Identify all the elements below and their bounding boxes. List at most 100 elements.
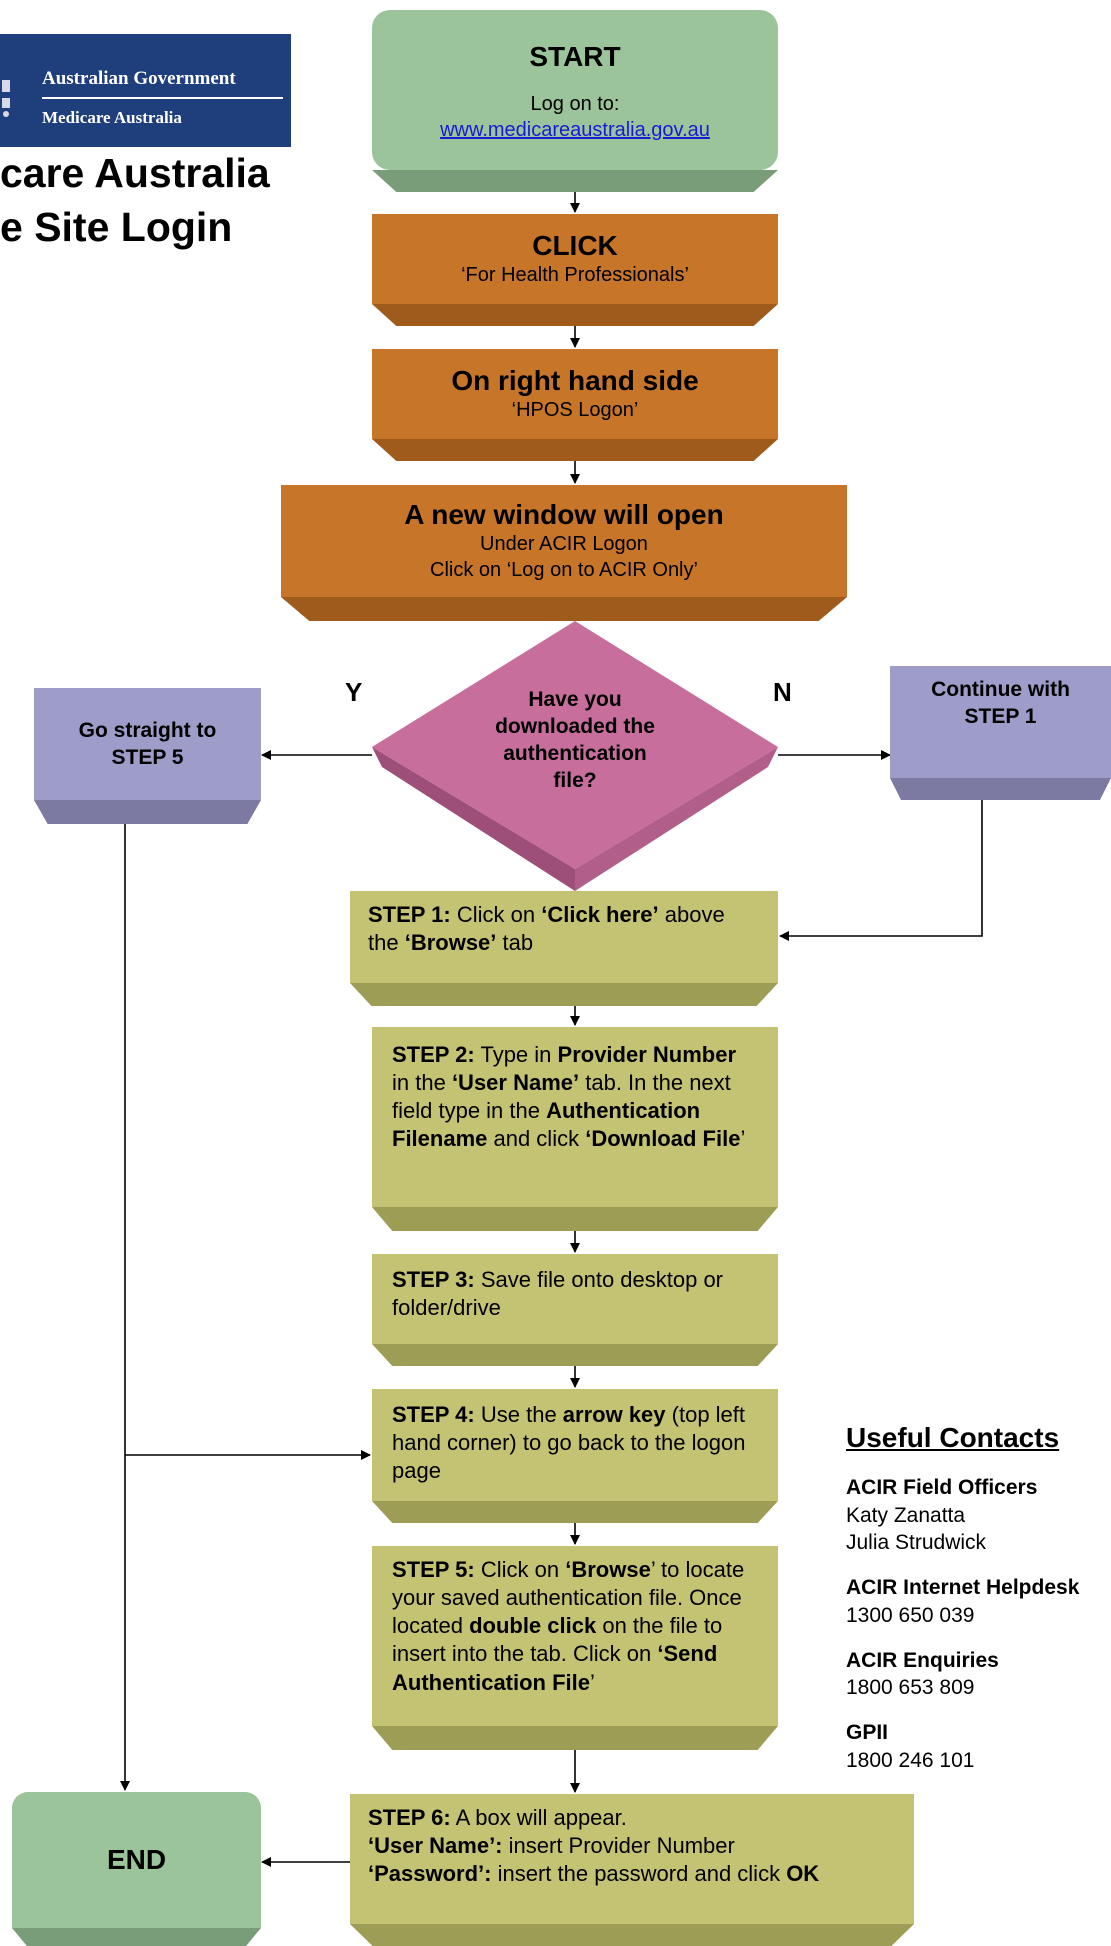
step3-box: STEP 3: Save file onto desktop or folder… [372, 1254, 778, 1366]
step6-line3: ‘Password’: insert the password and clic… [368, 1860, 896, 1888]
step4-label: STEP 4: [392, 1402, 475, 1427]
step2-text-part: Type in [474, 1042, 558, 1067]
logo-divider [42, 97, 283, 99]
no-label: N [773, 677, 792, 707]
decision-line1: Have you [528, 688, 622, 711]
page-title-line1: care Australia [0, 150, 270, 196]
step2-text-part: tab. In the next field type in the [392, 1070, 731, 1124]
step5-text-part: Click on [474, 1557, 566, 1582]
step5-box: STEP 5: Click on ‘Browse’ to locate your… [372, 1546, 778, 1750]
step6-password: ‘Password’: [368, 1861, 492, 1887]
decision-text: Have you downloaded the authentication f… [472, 687, 678, 795]
step6-bevel [350, 1924, 914, 1946]
australian-government-logo: Australian Government Medicare Australia [0, 34, 291, 147]
contact-group-internet-helpdesk: ACIR Internet Helpdesk 1300 650 039 [846, 1574, 1111, 1629]
step5-text: STEP 5: Click on ‘Browse’ to locate your… [372, 1546, 778, 1726]
end-box: END [12, 1792, 261, 1946]
step5-bevel [372, 1726, 778, 1750]
contact-group-name: GPII [846, 1721, 889, 1745]
step1-text-part: Click on [450, 902, 542, 927]
logo-line-medicare: Medicare Australia [42, 108, 182, 127]
go-straight-to-step5-box: Go straight to STEP 5 [34, 688, 261, 824]
click-box-bevel [372, 304, 778, 326]
end-box-bevel [12, 1928, 261, 1946]
continue-step1-bevel [890, 778, 1111, 800]
contact-group-name: ACIR Enquiries [846, 1648, 999, 1672]
decision-line4: file? [553, 768, 597, 792]
step5-browse: ‘Browse [565, 1557, 651, 1582]
step1-text-part: above the [368, 902, 725, 956]
start-log-on-text: Log on to: [530, 93, 620, 115]
step5-text-part: ’ [590, 1669, 595, 1695]
step5-text-part: on the file to insert into the tab. Clic… [392, 1613, 723, 1667]
step5-send-auth-file: ‘Send Authentication File [392, 1641, 718, 1695]
step3-text: STEP 3: Save file onto desktop or folder… [372, 1254, 778, 1344]
start-box-bevel [372, 170, 778, 192]
line-continue-to-step1 [779, 800, 983, 941]
new-window-box: A new window will open Under ACIR Logon … [281, 485, 847, 621]
step2-text: STEP 2: Type in Provider Number in the ‘… [372, 1027, 778, 1207]
step6-ok: OK [786, 1861, 820, 1887]
step6-box: STEP 6: A box will appear. ‘User Name’: … [350, 1794, 914, 1946]
new-window-box-bevel [281, 597, 847, 621]
step4-arrow-key: arrow key [562, 1402, 666, 1427]
step3-bevel [372, 1344, 778, 1366]
start-box: START Log on to: www.medicareaustralia.g… [372, 10, 778, 192]
step1-text: STEP 1: Click on ‘Click here’ above the … [350, 891, 778, 983]
step6-line1: STEP 6: A box will appear. [368, 1804, 896, 1832]
contact-group-enquiries: ACIR Enquiries 1800 653 809 [846, 1647, 1111, 1702]
contact-line: 1800 653 809 [846, 1676, 975, 1700]
step1-box: STEP 1: Click on ‘Click here’ above the … [350, 891, 778, 1006]
contact-line: 1300 650 039 [846, 1603, 975, 1627]
new-window-line2: Click on ‘Log on to ACIR Only’ [430, 559, 698, 581]
contacts-heading: Useful Contacts [846, 1422, 1060, 1453]
step2-bevel [372, 1207, 778, 1231]
step4-box: STEP 4: Use the arrow key (top left hand… [372, 1389, 778, 1523]
yes-label: Y [345, 677, 363, 707]
decision-line3: authentication [503, 741, 647, 765]
logo-line-government: Australian Government [42, 68, 236, 89]
go-step5-bevel [34, 800, 261, 824]
step1-click-here: ‘Click here’ [541, 902, 659, 927]
right-side-title: On right hand side [451, 365, 699, 396]
decision-line2: downloaded the [495, 714, 655, 738]
step4-text: STEP 4: Use the arrow key (top left hand… [372, 1389, 778, 1501]
continue-line1: Continue with [931, 678, 1070, 701]
step3-label: STEP 3: [392, 1267, 475, 1292]
step5-double-click: double click [469, 1613, 597, 1639]
contact-line: Julia Strudwick [846, 1530, 987, 1554]
step6-text: STEP 6: A box will appear. ‘User Name’: … [350, 1794, 914, 1924]
start-title: START [529, 41, 621, 72]
go-step5-line1: Go straight to [78, 718, 217, 742]
step4-text-part: (top left hand corner) to go back to the… [392, 1402, 746, 1484]
step2-provider-number: Provider Number [557, 1042, 737, 1067]
step6-user-name: ‘User Name’: [368, 1833, 503, 1859]
click-health-professionals-box: CLICK ‘For Health Professionals’ [372, 214, 778, 326]
step6-line2: ‘User Name’: insert Provider Number [368, 1832, 896, 1860]
step1-browse: ‘Browse’ [404, 930, 497, 956]
step2-download-file: ‘Download File [585, 1126, 741, 1152]
step4-text-part: Use the [474, 1402, 563, 1427]
new-window-title: A new window will open [404, 499, 724, 530]
step2-label: STEP 2: [392, 1042, 475, 1067]
right-side-box-bevel [372, 439, 778, 461]
step1-bevel [350, 983, 778, 1006]
step2-text-part: ’ [740, 1126, 746, 1152]
medicare-website-link[interactable]: www.medicareaustralia.gov.au [440, 119, 710, 141]
contact-group-gpii: GPII 1800 246 101 [846, 1719, 1111, 1774]
step6-text-part: insert Provider Number [502, 1833, 735, 1859]
click-text: ‘For Health Professionals’ [461, 264, 689, 286]
continue-with-step1-box: Continue with STEP 1 [890, 666, 1111, 800]
contact-line: 1800 246 101 [846, 1748, 975, 1772]
right-side-text: ‘HPOS Logon’ [511, 399, 639, 421]
right-hand-side-box: On right hand side ‘HPOS Logon’ [372, 349, 778, 461]
decision-diamond: Have you downloaded the authentication f… [372, 621, 778, 891]
step6-text-part: insert the password and click [491, 1861, 787, 1887]
step4-bevel [372, 1501, 778, 1523]
step2-text-part: and click [487, 1126, 586, 1152]
contact-group-field-officers: ACIR Field Officers Katy Zanatta Julia S… [846, 1474, 1111, 1556]
step2-text-part: in the [392, 1070, 452, 1096]
step2-auth-filename: Authentication Filename [392, 1098, 701, 1152]
contact-group-name: ACIR Internet Helpdesk [846, 1576, 1080, 1600]
